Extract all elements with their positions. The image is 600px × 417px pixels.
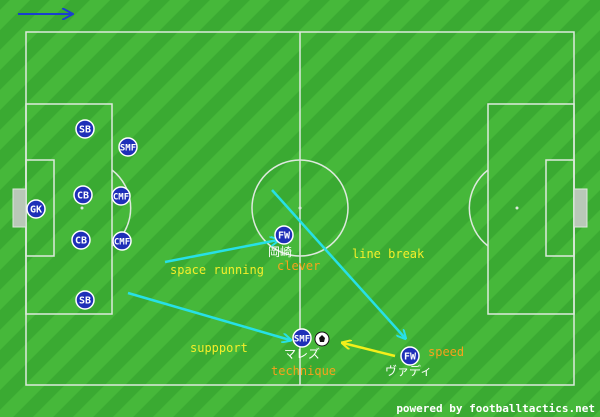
right-penalty-arc <box>468 169 489 247</box>
player-token <box>71 230 91 250</box>
player-position-label: SB <box>79 296 91 307</box>
player-token <box>73 185 93 205</box>
player-token <box>75 119 95 139</box>
center-spot <box>298 206 302 210</box>
player-token <box>274 225 294 245</box>
footer-credit: powered by footballtactics.net <box>396 402 595 415</box>
line-break-label: line break <box>352 247 425 261</box>
vardy-trait: speed <box>428 345 464 359</box>
player-position-label: CB <box>77 191 89 202</box>
player-smf-mares[interactable]: SMF <box>292 328 312 348</box>
center-circle <box>251 159 349 257</box>
player-position-label: SB <box>79 125 91 136</box>
player-position-label: CMF <box>113 193 129 203</box>
mares-name: マレズ <box>284 346 320 361</box>
right-penalty-spot <box>515 206 519 210</box>
player-token <box>111 186 131 206</box>
player-sb-bottom[interactable]: SB <box>75 290 95 310</box>
right-goal <box>573 188 588 228</box>
okazaki-trait: clever <box>277 259 320 273</box>
player-position-label: CB <box>75 236 87 247</box>
line-break-arrow <box>271 189 405 338</box>
support-arrow <box>127 291 290 340</box>
pass-arrow <box>343 343 396 358</box>
player-gk[interactable]: GK <box>26 199 46 219</box>
mares-trait: technique <box>271 364 336 378</box>
player-sb-top[interactable]: SB <box>75 119 95 139</box>
left-goal <box>12 188 27 228</box>
player-token <box>75 290 95 310</box>
player-position-label: SMF <box>294 335 310 345</box>
player-position-label: FW <box>404 352 417 363</box>
player-position-label: CMF <box>114 238 130 248</box>
support-label: suppport <box>190 341 248 355</box>
ball-icon <box>314 331 330 347</box>
player-cmf-bottom[interactable]: CMF <box>112 231 132 251</box>
vardy-name: ヴァディ <box>385 363 432 378</box>
player-position-label: SMF <box>120 144 136 154</box>
player-token <box>112 231 132 251</box>
players-layer: GK SB SMF CB CMF CB CMF SB FW SMF FW <box>26 119 420 366</box>
player-position-label: FW <box>278 231 291 242</box>
okazaki-name: 岡崎 <box>268 245 292 259</box>
player-position-label: GK <box>30 205 42 216</box>
player-token <box>118 137 138 157</box>
left-penalty-spot <box>80 206 84 210</box>
player-token <box>26 199 46 219</box>
player-fw-okazaki[interactable]: FW <box>274 225 294 245</box>
space-running-label: space running <box>170 263 264 277</box>
player-cmf-top[interactable]: CMF <box>111 186 131 206</box>
player-token <box>292 328 312 348</box>
player-smf-left[interactable]: SMF <box>118 137 138 157</box>
player-fw-vardy[interactable]: FW <box>400 346 420 366</box>
space-running-arrow <box>164 240 278 264</box>
player-cb-bottom[interactable]: CB <box>71 230 91 250</box>
player-cb-top[interactable]: CB <box>73 185 93 205</box>
player-token <box>400 346 420 366</box>
